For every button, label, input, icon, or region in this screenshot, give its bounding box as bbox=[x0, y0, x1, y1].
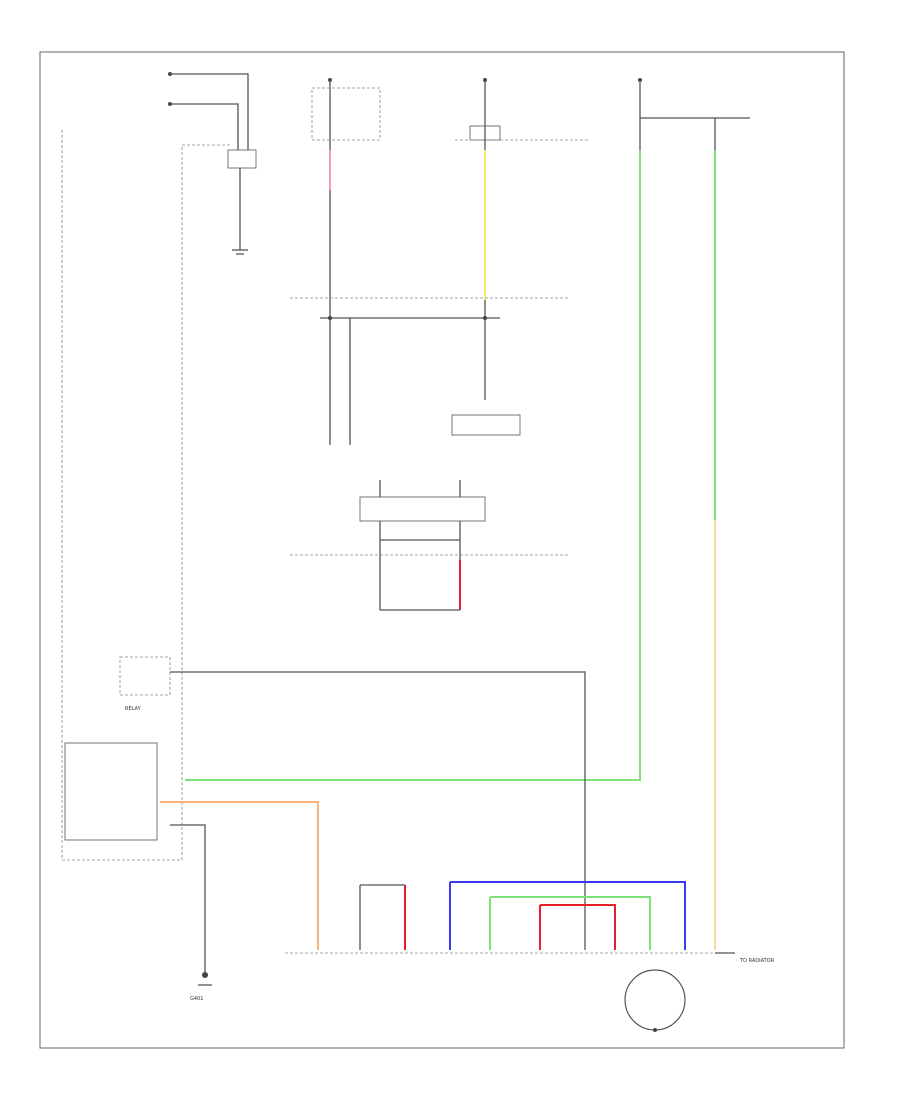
fuse-feed-1 bbox=[311, 78, 381, 300]
diagram-border bbox=[39, 51, 845, 1049]
fuse-feed-3 bbox=[185, 78, 750, 950]
module-left: G401 bbox=[64, 742, 319, 1002]
terminal-label: TO RADIATOR bbox=[739, 958, 775, 964]
module-outline-left bbox=[61, 130, 230, 861]
relay-box: RELAY bbox=[119, 656, 586, 950]
fuse-feed-2 bbox=[455, 78, 590, 300]
control-unit bbox=[290, 480, 570, 611]
ground-label: G401 bbox=[190, 996, 203, 1002]
relay-label: RELAY bbox=[125, 706, 142, 712]
power-feeds-left bbox=[168, 72, 257, 255]
junction-upper bbox=[320, 300, 521, 445]
fan-motor bbox=[624, 969, 686, 1032]
bottom-harness: TO RADIATOR bbox=[285, 881, 775, 964]
